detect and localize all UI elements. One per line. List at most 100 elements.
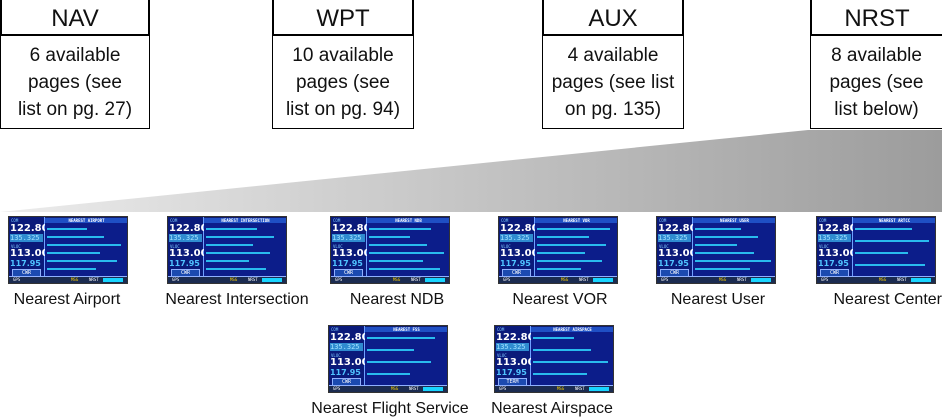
page-row xyxy=(47,268,96,270)
page-row xyxy=(537,236,589,238)
nav-description: 6 available pages (see list on pg. 27) xyxy=(0,36,150,129)
com-label: COM xyxy=(501,218,509,223)
vloc-standby-freq: 117.95 xyxy=(10,259,41,268)
nrst-label: NRST xyxy=(737,277,747,282)
page-row xyxy=(369,252,444,254)
com-standby-freq: 135.325 xyxy=(169,234,202,242)
page-row xyxy=(47,228,87,230)
com-active-freq: 122.800 xyxy=(330,332,376,343)
vloc-standby-freq: 117.95 xyxy=(818,259,849,268)
aux-title: AUX xyxy=(542,0,684,36)
page-row xyxy=(537,244,606,246)
nrst-label: NRST xyxy=(89,277,99,282)
nrst-desc-line: list below) xyxy=(834,99,919,120)
aux-desc-line: pages (see list xyxy=(551,72,675,93)
com-label: COM xyxy=(331,327,339,332)
page-header: NEAREST AIRSPACE xyxy=(531,327,613,332)
vloc-label: VLOC xyxy=(11,244,21,249)
page-caption: Nearest Airspace xyxy=(491,400,613,417)
page-row xyxy=(206,252,270,254)
wpt-desc-line: pages (see xyxy=(295,72,390,93)
page-body xyxy=(45,223,127,279)
page-row xyxy=(537,252,585,254)
page-body xyxy=(367,223,449,279)
com-standby-freq: 135.325 xyxy=(818,234,851,242)
page-row xyxy=(533,373,587,375)
page-header: NEAREST USER xyxy=(693,218,775,223)
com-label: COM xyxy=(11,218,19,223)
nav-desc-line: pages (see xyxy=(27,72,122,93)
page-row xyxy=(369,244,427,246)
wpt-desc-line: 10 available xyxy=(292,45,394,66)
page-row xyxy=(47,236,104,238)
page-row xyxy=(695,236,758,238)
page-caption: Nearest NDB xyxy=(349,291,445,308)
page-body xyxy=(531,332,613,388)
nrst-desc-line: pages (see xyxy=(829,72,924,93)
com-label: COM xyxy=(497,327,505,332)
page-row xyxy=(369,260,423,262)
page-indicator xyxy=(911,278,931,282)
vloc-label: VLOC xyxy=(170,244,180,249)
page-row xyxy=(855,252,908,254)
msg-label: MSG xyxy=(561,277,569,282)
aux-description: 4 available pages (see list on pg. 135) xyxy=(542,36,684,129)
msg-label: MSG xyxy=(557,386,565,391)
page-row xyxy=(369,236,410,238)
com-active-freq: 122.800 xyxy=(818,223,864,234)
vloc-active-freq: 113.00 xyxy=(169,248,208,259)
vloc-standby-freq: 117.95 xyxy=(332,259,363,268)
page-caption: Nearest Intersection xyxy=(165,291,309,308)
page-row xyxy=(533,349,591,351)
wpt-title: WPT xyxy=(272,0,414,36)
page-body xyxy=(693,223,775,279)
status-bar: GPS MSG NRST xyxy=(495,385,613,392)
com-label: COM xyxy=(659,218,667,223)
page-indicator xyxy=(262,278,282,282)
page-row xyxy=(367,373,410,375)
com-active-freq: 122.800 xyxy=(496,332,542,343)
page-header: NEAREST VOR xyxy=(535,218,617,223)
page-header: NEAREST AIRPORT xyxy=(45,218,127,223)
page-row xyxy=(533,361,608,363)
com-standby-freq: 135.325 xyxy=(658,234,691,242)
page-caption: Nearest Center xyxy=(833,291,942,308)
page-caption: Nearest Flight Service xyxy=(311,400,469,417)
page-header: NEAREST FSS xyxy=(365,327,447,332)
nrst-label: NRST xyxy=(579,277,589,282)
com-standby-freq: 135.325 xyxy=(330,343,363,351)
page-header: NEAREST NDB xyxy=(367,218,449,223)
gps-label: GPS xyxy=(821,277,829,282)
page-row xyxy=(367,361,431,363)
page-row xyxy=(855,228,912,230)
nrst-label: NRST xyxy=(575,386,585,391)
gps-label: GPS xyxy=(13,277,21,282)
page-row xyxy=(47,260,117,262)
page-row xyxy=(695,228,741,230)
msg-label: MSG xyxy=(391,386,399,391)
vloc-active-freq: 113.00 xyxy=(496,357,535,368)
page-row xyxy=(47,252,100,254)
page-row xyxy=(695,268,750,270)
msg-label: MSG xyxy=(879,277,887,282)
page-caption: Nearest VOR xyxy=(512,291,608,308)
page-body xyxy=(365,332,447,388)
page-row xyxy=(206,228,257,230)
page-row xyxy=(206,268,266,270)
nav-desc-line: list on pg. 27) xyxy=(17,99,133,120)
vloc-active-freq: 113.00 xyxy=(10,248,49,259)
com-label: COM xyxy=(819,218,827,223)
page-row xyxy=(855,240,929,242)
gps-label: GPS xyxy=(499,386,507,391)
